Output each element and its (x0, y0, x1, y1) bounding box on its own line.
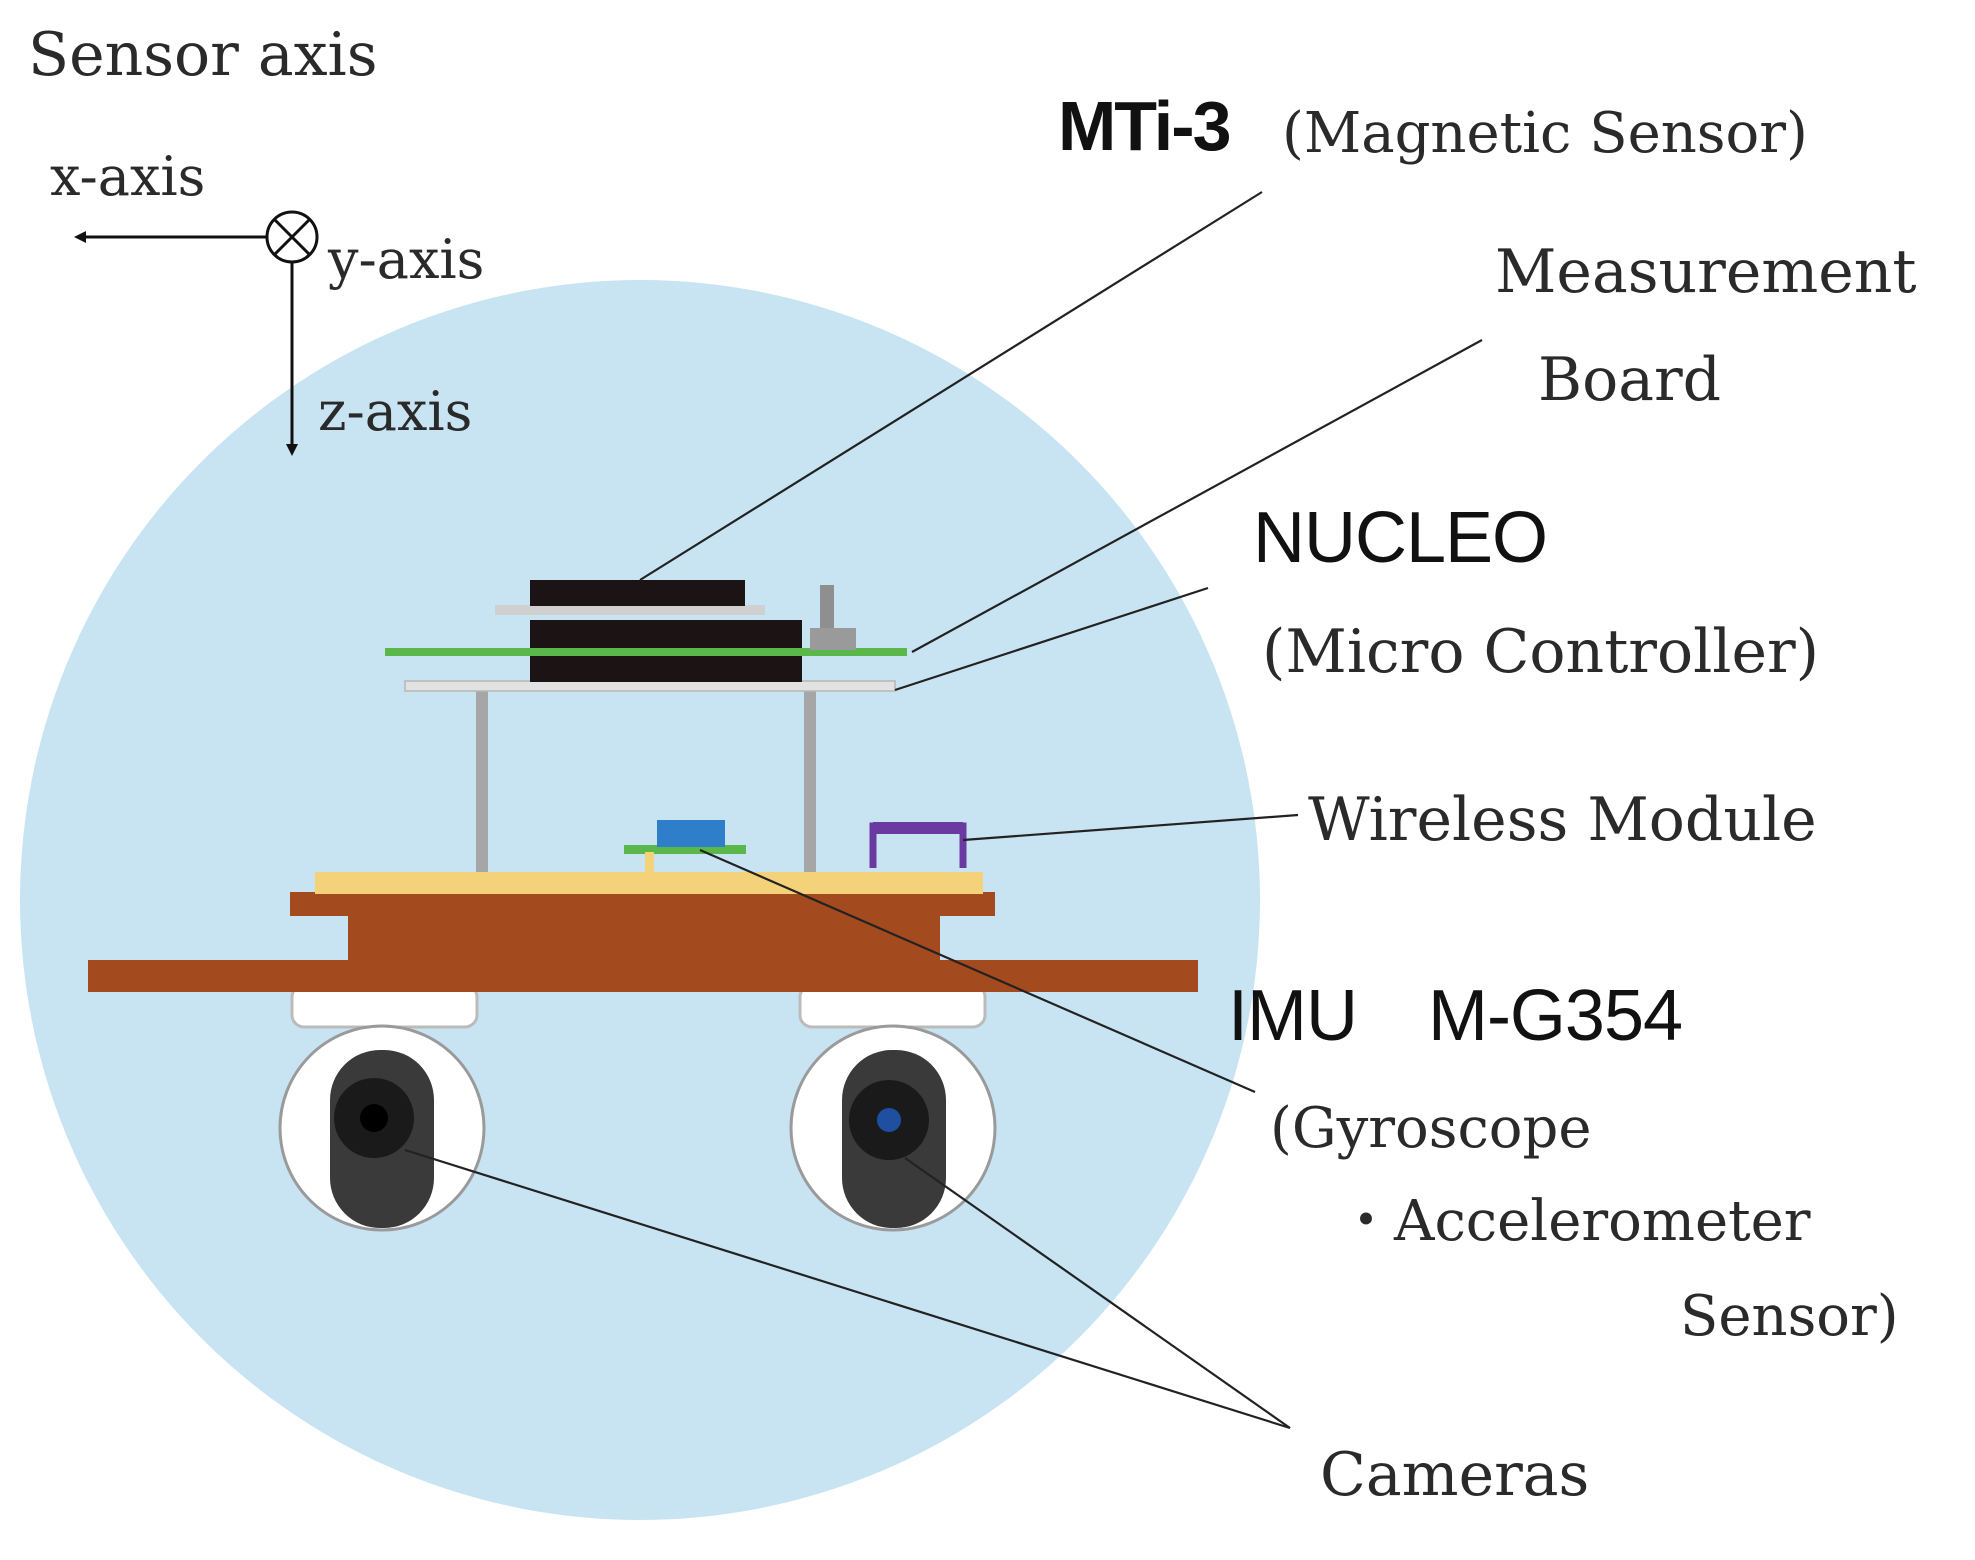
connector-post (820, 585, 834, 630)
imu-name: IMU M-G354 (1228, 976, 1682, 1056)
y-axis-label: y-axis (327, 228, 484, 291)
imu-description-line3: Sensor) (1680, 1284, 1899, 1349)
wireless-label: Wireless Module (1308, 785, 1817, 855)
leader-camera-left (404, 1148, 1291, 1430)
pillar-right (804, 690, 816, 872)
mti3-sensor (530, 580, 745, 606)
leader-imu (699, 848, 1256, 1094)
component-labels: MTi-3 (Magnetic Sensor) Measurement Boar… (1058, 87, 1917, 1510)
measurement-label-line2: Board (1538, 345, 1721, 415)
nucleo-name: NUCLEO (1253, 498, 1547, 578)
leader-mti3 (639, 191, 1263, 581)
leader-measurement (911, 339, 1483, 653)
imu-sensor (657, 820, 725, 847)
imu-description-line1: (Gyroscope (1270, 1096, 1592, 1161)
cameras-label: Cameras (1320, 1440, 1589, 1510)
deck-board (315, 872, 983, 894)
nucleo-board (404, 680, 896, 692)
leader-nucleo (894, 586, 1209, 692)
nucleo-description: (Micro Controller) (1262, 617, 1819, 687)
camera-left (278, 1024, 486, 1232)
leader-camera-right (904, 1157, 1291, 1429)
leader-wireless (962, 813, 1299, 842)
y-axis-into-page-icon (265, 210, 319, 264)
mti-shelf (495, 605, 765, 615)
base-upper-plate (290, 892, 995, 916)
measurement-label-line1: Measurement (1495, 237, 1917, 307)
imu-standoff (645, 852, 654, 872)
x-axis-label: x-axis (50, 145, 205, 208)
imu-board (624, 845, 746, 854)
axis-indicator: x-axis y-axis z-axis (50, 145, 484, 456)
camera-right (789, 1024, 997, 1232)
pillar-left (476, 690, 488, 872)
connector-base (810, 628, 856, 650)
mti3-name: MTi-3 (1058, 87, 1230, 165)
mti3-description: (Magnetic Sensor) (1282, 101, 1808, 166)
imu-description-line2: ・Accelerometer (1338, 1189, 1811, 1254)
z-axis-label: z-axis (318, 380, 472, 443)
diagram-title: Sensor axis (28, 20, 378, 90)
leader-lines (404, 191, 1483, 1430)
measurement-board (385, 648, 907, 656)
